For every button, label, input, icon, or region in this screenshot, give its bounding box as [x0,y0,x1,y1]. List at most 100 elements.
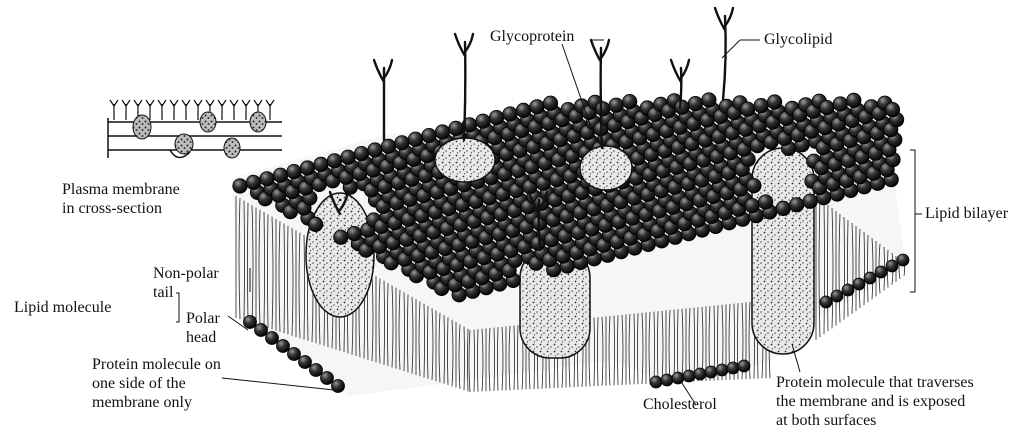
phospholipid-head-bottom [705,366,717,378]
carbohydrate-chain [680,68,681,108]
inset-branch [254,100,262,106]
glycolipid-label: Glycolipid [764,30,832,49]
lipid-bilayer-label: Lipid bilayer [925,204,1008,223]
phospholipid-head [847,93,861,107]
phospholipid-head [543,96,557,110]
carbohydrate-branch [671,60,681,82]
phospholipid-head [354,146,368,160]
inset-branch [170,100,178,106]
lipid-molecule-label: Lipid molecule [14,298,111,317]
phospholipid-head [334,230,348,244]
phospholipid-head [675,100,689,114]
phospholipid-head [758,195,772,209]
phospholipid-head [609,98,623,112]
plasma-membrane-label: Plasma membrane in cross-section [62,180,180,218]
inset-branch [218,100,226,106]
inset-branch [134,100,142,106]
phospholipid-head-bottom [266,332,279,345]
inset-branch [242,100,250,106]
phospholipid-head [408,132,422,146]
phospholipid-head-bottom [831,290,843,302]
phospholipid-head-bottom [842,284,854,296]
phospholipid-head [767,95,781,109]
phospholipid-head [368,143,382,157]
phospholipid-head-bottom [310,364,323,377]
phospholipid-head [688,96,702,110]
phospholipid-head [803,194,817,208]
phospholipid-head-bottom [650,376,662,388]
inset-cross-section [108,100,282,158]
glycoprotein-protein-top [435,138,495,182]
phospholipid-head [327,154,341,168]
phospholipid-head [833,97,847,111]
phospholipid-head [596,102,610,116]
phospholipid-head [314,157,328,171]
phospholipid-head [516,103,530,117]
inset-branch [266,100,274,106]
phospholipid-head [820,100,834,114]
phospholipid-head [347,226,361,240]
transmembrane-protein [752,148,814,354]
phospholipid-head [745,198,759,212]
phospholipid-head [381,139,395,153]
glycoprotein-protein-right [580,146,632,190]
inset-branch [182,100,190,106]
phospholipid-head [754,98,768,112]
phospholipid-head [503,107,517,121]
protein-one-side-label: Protein molecule on one side of the memb… [92,355,221,412]
polar-head-label: Polar head [186,309,220,347]
carbohydrate-branch [601,40,609,58]
phospholipid-head-bottom [288,348,301,361]
phospholipid-head-bottom [277,340,290,353]
phospholipid-head-bottom [727,362,739,374]
carbohydrate-branch [715,8,725,30]
phospholipid-head-bottom [864,272,876,284]
phospholipid-head [489,110,503,124]
phospholipid-head [246,175,260,189]
phospholipid-head-bottom [875,266,887,278]
phospholipid-head [747,178,761,192]
phospholipid-head-bottom [672,372,684,384]
inset-branch [206,100,214,106]
phospholipid-head-bottom [694,368,706,380]
phospholipid-head-bottom [886,260,898,272]
phospholipid-head-bottom [897,254,909,266]
phospholipid-head [341,150,355,164]
phospholipid-head-bottom [683,370,695,382]
inset-branch [146,100,154,106]
phospholipid-head-bottom [820,296,832,308]
phospholipid-head [300,161,314,175]
inset-branch [122,100,130,106]
phospholipid-head [260,172,274,186]
phospholipid-head [740,102,754,116]
phospholipid-head [435,125,449,139]
carbohydrate-branch [591,40,601,62]
phospholipid-head-bottom [299,356,312,369]
phospholipid-head [790,198,804,212]
inset-branch [230,100,238,106]
phospholipid-head [395,136,409,150]
phospholipid-head [776,201,790,215]
glycoprotein-label: Glycoprotein [490,27,574,46]
phospholipid-head-bottom [255,324,268,337]
phospholipid-head [308,217,322,231]
phospholipid-head-bottom [321,372,334,385]
phospholipid-head [233,179,247,193]
inset-branch [110,100,118,106]
phospholipid-head [287,164,301,178]
phospholipid-head-bottom [738,360,750,372]
membrane-block [232,8,909,396]
phospholipid-head-bottom [716,364,728,376]
carbohydrate-branch [455,34,465,56]
phospholipid-head-bottom [853,278,865,290]
phospholipid-head [422,128,436,142]
non-polar-tail-label: Non-polar tail [153,264,219,302]
protein-traverses-label: Protein molecule that traverses the memb… [776,373,974,430]
carbohydrate-branch [374,60,384,82]
phospholipid-head [273,168,287,182]
phospholipid-head [530,100,544,114]
phospholipid-head [623,94,637,108]
phospholipid-head-bottom [661,374,673,386]
phospholipid-head [885,102,899,116]
phospholipid-head [702,93,716,107]
